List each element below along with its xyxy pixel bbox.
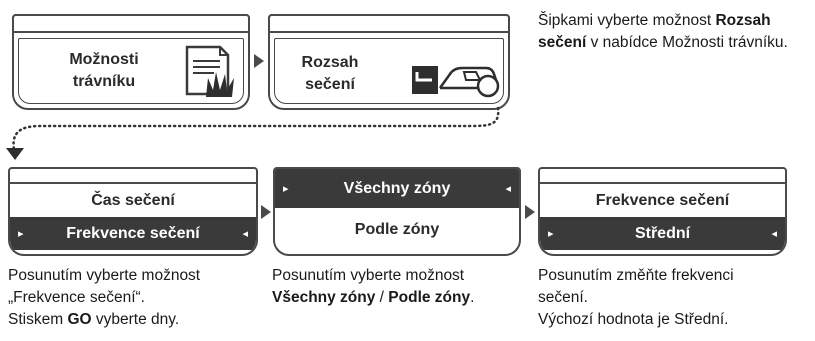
arrow-right-icon: ▸ <box>283 183 289 195</box>
menu-row-by-zone[interactable]: Podle zóny <box>275 208 519 252</box>
arrow-left-icon: ◂ <box>242 228 248 240</box>
mowing-range-box: Rozsah sečení <box>268 14 510 110</box>
menu-mowing-time: Čas sečení ▸ Frekvence sečení ◂ <box>8 167 258 256</box>
menu-zones: ▸ Všechny zóny ◂ Podle zóny <box>273 167 521 256</box>
panel-body <box>18 38 244 104</box>
panel-tab <box>12 14 250 33</box>
menu-row-label: Všechny zóny <box>343 179 451 197</box>
top-instruction: Šipkami vyberte možnost Rozsah sečení v … <box>538 10 808 54</box>
mowing-range-line2: sečení <box>305 76 355 93</box>
arrow-right-icon <box>261 205 271 219</box>
arrow-right-icon <box>525 205 535 219</box>
caption-3-line3: Výchozí hodnota je Střední. <box>538 311 729 328</box>
lawn-options-label: Možnosti trávníku <box>44 49 164 93</box>
caption-3-line2: sečení. <box>538 289 588 306</box>
caption-2-sep: / <box>375 289 389 306</box>
menu-row-label: Střední <box>634 224 691 242</box>
caption-1-line3: Stiskem GO vyberte dny. <box>8 309 263 331</box>
arrow-right-icon <box>254 54 264 68</box>
arrow-left-icon: ◂ <box>505 183 511 195</box>
caption-1: Posunutím vyberte možnost „Frekvence seč… <box>8 265 263 331</box>
arrow-right-icon: ▸ <box>548 228 554 240</box>
menu-row-label: Čas sečení <box>91 191 175 209</box>
menu-row-frequency-title: Frekvence sečení <box>540 184 785 217</box>
caption-1-go: GO <box>67 311 92 328</box>
arrow-left-icon: ◂ <box>771 228 777 240</box>
menu-row-label: Podle zóny <box>354 221 440 238</box>
caption-2-line1: Posunutím vyberte možnost <box>272 267 465 284</box>
mowing-range-icon <box>412 66 500 98</box>
caption-2-all-zones: Všechny zóny <box>272 289 376 306</box>
caption-2-end: . <box>470 289 475 306</box>
menu-row-frequency-selected[interactable]: ▸ Frekvence sečení ◂ <box>10 217 256 250</box>
caption-3: Posunutím změňte frekvenci sečení. Výcho… <box>538 265 808 331</box>
caption-3-line1: Posunutím změňte frekvenci <box>538 267 734 284</box>
lawn-options-line2: trávníku <box>72 73 136 90</box>
mowing-range-label: Rozsah sečení <box>280 52 380 96</box>
caption-1-line2: „Frekvence sečení“. <box>8 289 145 306</box>
panel-tab <box>268 14 510 33</box>
top-instruction-part1: Šipkami vyberte možnost <box>538 12 716 29</box>
caption-2-line2: Všechny zóny / Podle zóny. <box>272 287 532 309</box>
panel-body <box>274 38 504 104</box>
lawn-options-line1: Možnosti <box>69 51 139 68</box>
menu-row-all-zones-selected[interactable]: ▸ Všechny zóny ◂ <box>275 169 519 208</box>
caption-2-by-zone: Podle zóny <box>388 289 471 306</box>
top-instruction-bold: Rozsah sečení <box>538 12 771 51</box>
menu-row-label: Frekvence sečení <box>66 224 200 242</box>
caption-1-line1: Posunutím vyberte možnost <box>8 267 201 284</box>
menu-row-medium-selected[interactable]: ▸ Střední ◂ <box>540 217 785 250</box>
connector-arrowhead-icon <box>6 148 24 160</box>
menu-frequency: Frekvence sečení ▸ Střední ◂ <box>538 167 787 256</box>
caption-1-line3-c: vyberte dny. <box>91 311 180 328</box>
caption-1-line3-a: Stiskem <box>8 311 68 328</box>
mowing-range-line1: Rozsah <box>301 54 359 71</box>
menu-tab <box>10 169 256 184</box>
menu-row-label: Frekvence sečení <box>595 191 730 209</box>
lawn-options-icon <box>185 45 234 97</box>
menu-tab <box>540 169 785 184</box>
lawn-options-box: Možnosti trávníku <box>12 14 250 110</box>
caption-2: Posunutím vyberte možnost Všechny zóny /… <box>272 265 532 309</box>
top-instruction-part2: v nabídce Možnosti trávníku. <box>586 34 788 51</box>
menu-row-mowing-time[interactable]: Čas sečení <box>10 184 256 217</box>
arrow-right-icon: ▸ <box>18 228 24 240</box>
